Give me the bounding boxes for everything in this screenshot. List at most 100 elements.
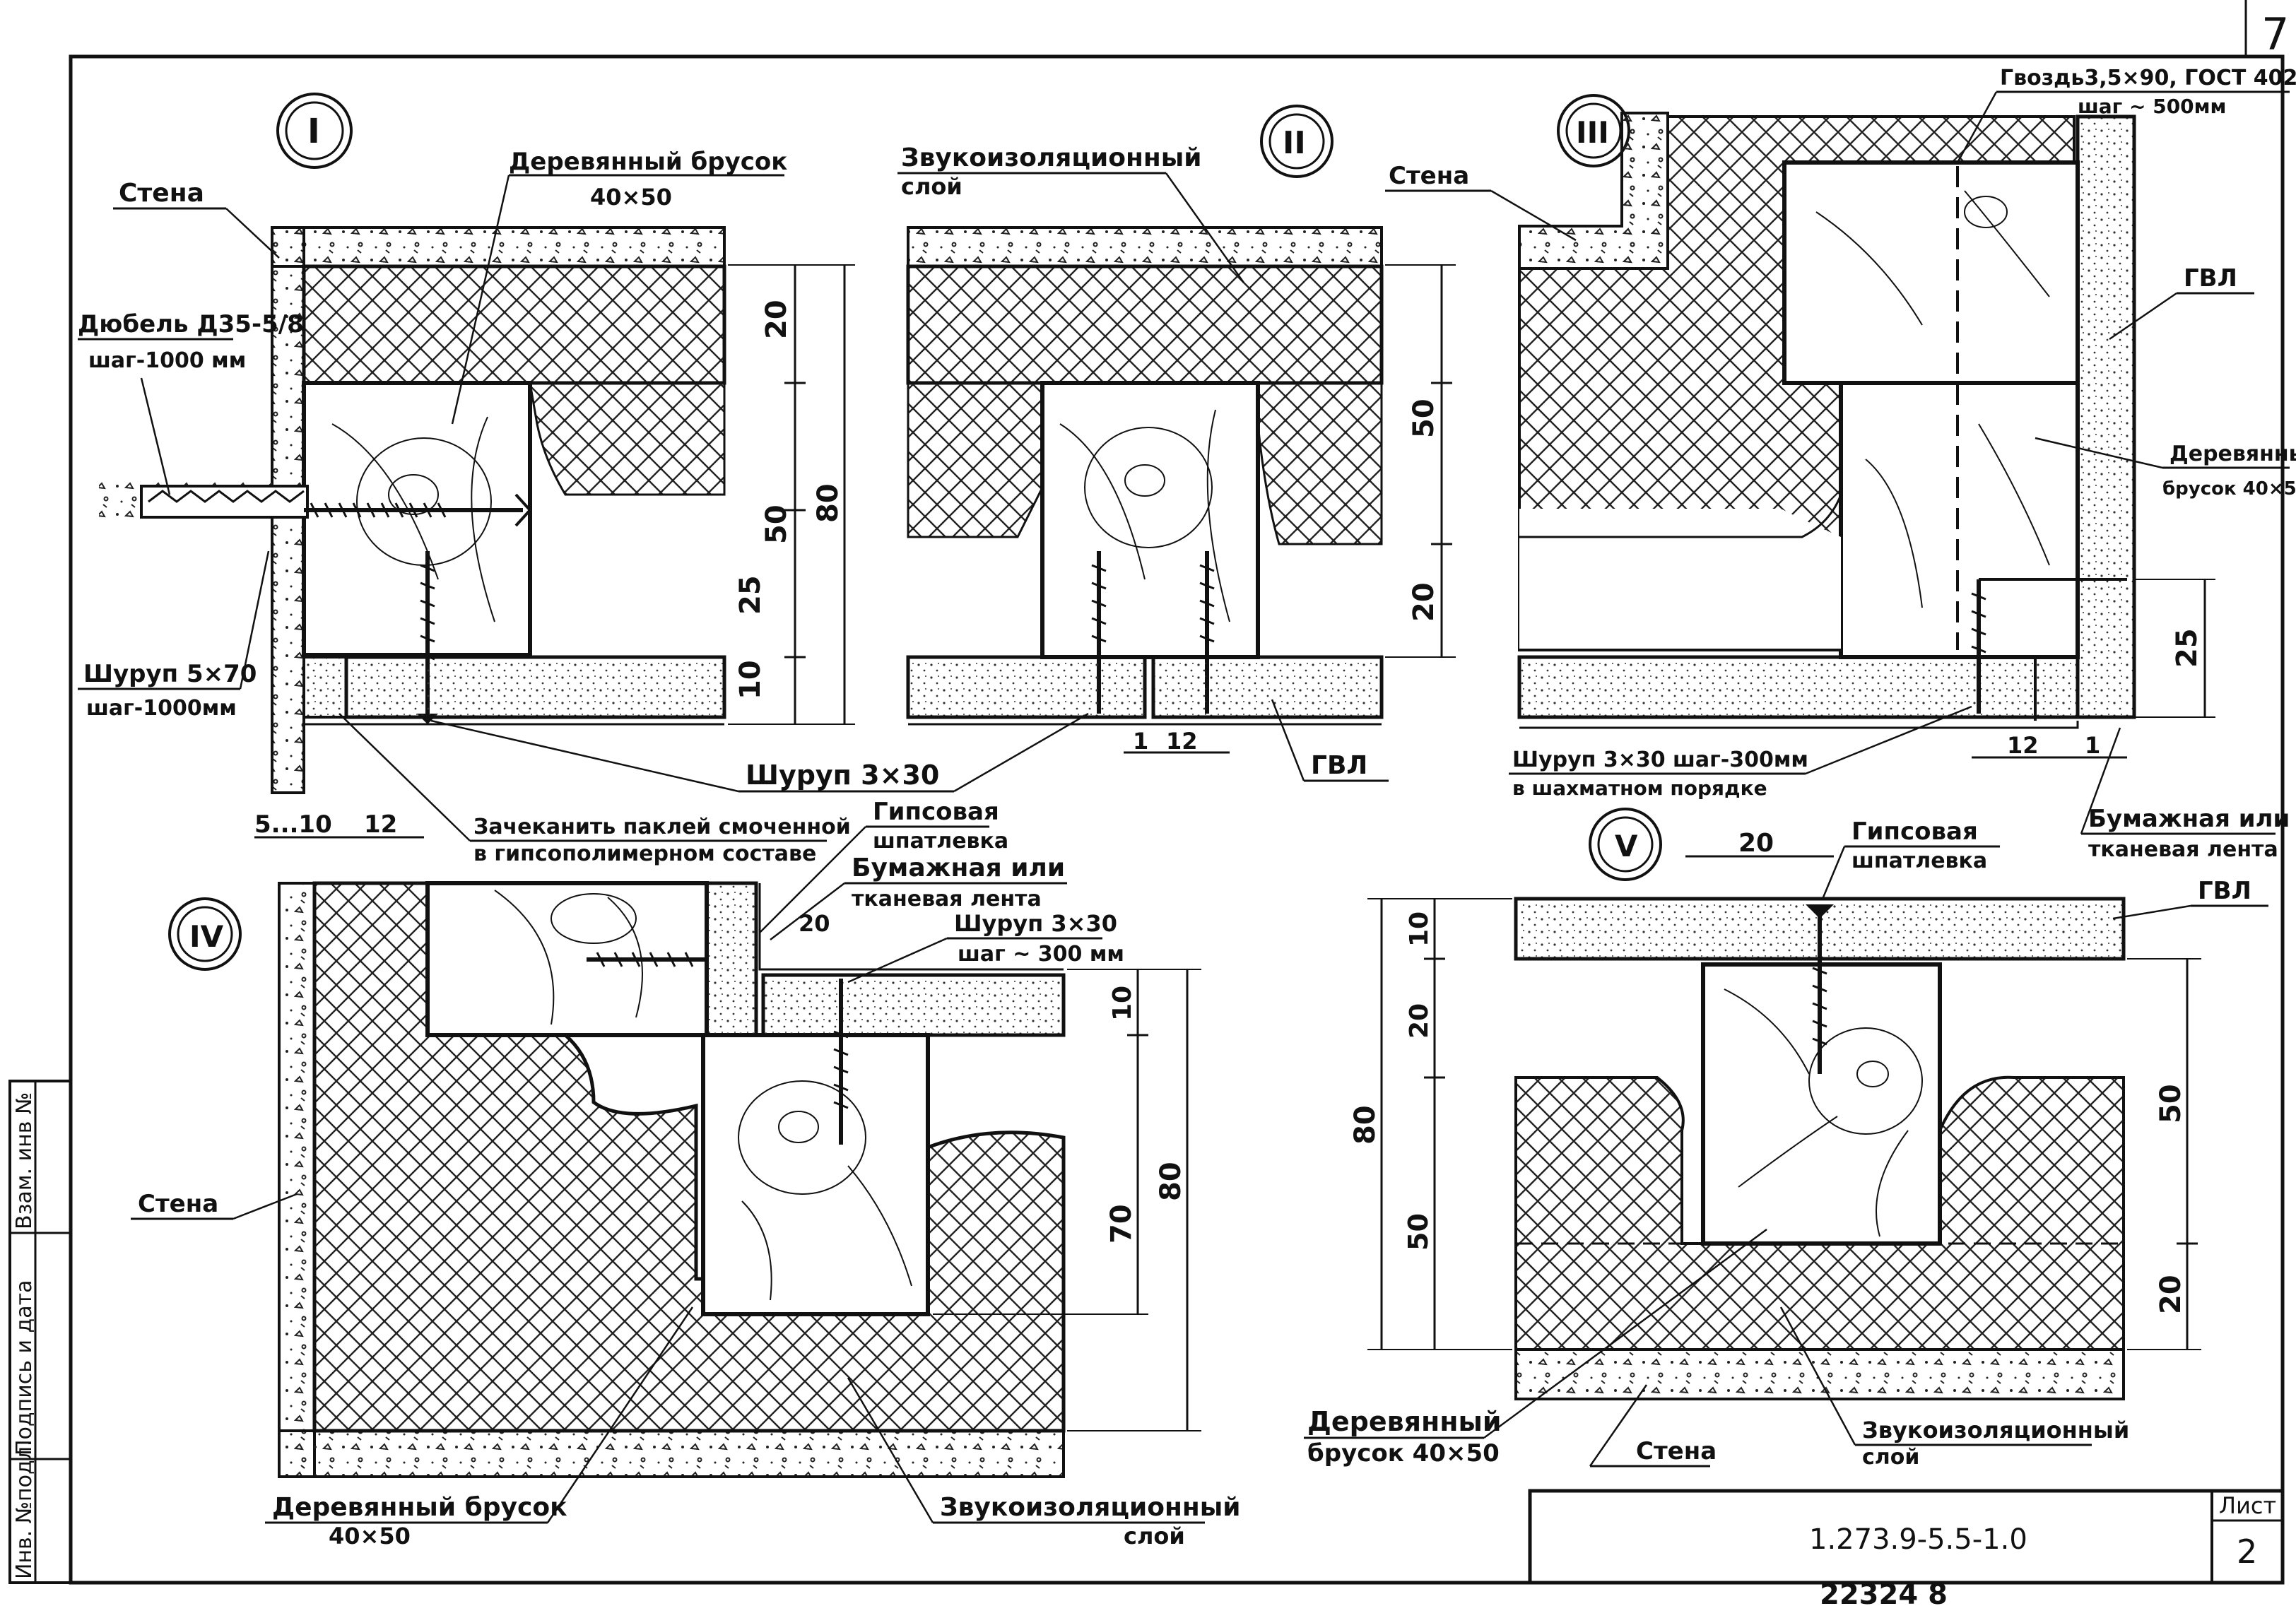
sheet-frame xyxy=(69,54,2285,1585)
detail-II: II 50 20 1 12 Звукоизоляционный сло xyxy=(430,105,1456,793)
detail-I-dim-10: 10 xyxy=(734,660,767,699)
stamp-podpis-data: Подпись и дата xyxy=(12,1280,37,1456)
title-block: Лист 2 1.273.9-5.5-1.0 xyxy=(1528,1489,2285,1585)
detail-II-wooden-bar xyxy=(1040,381,1260,659)
detail-III-wooden-bar-lower xyxy=(1839,381,2080,659)
detail-II-gvl-right xyxy=(1151,655,1384,719)
detail-III-screw-label: Шуруп 3×30 шаг-300мм xyxy=(1512,748,1808,772)
detail-IV-wall-left xyxy=(278,882,316,1478)
detail-V-marker xyxy=(1589,808,1662,881)
detail-II-marker xyxy=(1260,105,1334,178)
detail-I-marker-label: I xyxy=(307,112,320,151)
detail-III-wooden-bar-upper xyxy=(1782,160,2080,385)
detail-V-dim-20-right: 20 xyxy=(2155,1275,2187,1314)
detail-I-gvl xyxy=(344,655,726,719)
detail-III-gvl-label: ГВЛ xyxy=(2184,264,2237,293)
detail-III-dim-1: 1 xyxy=(2085,732,2100,759)
detail-IV: IV 10 70 80 20 Гипсовая ш xyxy=(131,798,1241,1549)
detail-IV-bar-label: Деревянный брусок xyxy=(272,1493,567,1522)
detail-I-dim-50: 50 xyxy=(760,504,793,544)
detail-IV-layer-label-1: Звукоизоляционный xyxy=(940,1493,1241,1522)
detail-II-marker-label: II xyxy=(1283,125,1306,161)
detail-IV-wooden-bar-lower xyxy=(701,1033,930,1316)
detail-III-nail-label: Гвоздь3,5×90, ГОСТ 4028-63* xyxy=(2000,66,2296,90)
detail-I: I xyxy=(78,93,855,866)
detail-IV-marker-label: IV xyxy=(189,919,224,954)
detail-IV-dim-80: 80 xyxy=(1155,1162,1187,1201)
detail-I-screw-step: шаг-1000мм xyxy=(86,696,237,721)
detail-I-marker xyxy=(276,93,353,169)
document-code: 1.273.9-5.5-1.0 xyxy=(1809,1523,2027,1556)
footer-code: 22324 8 xyxy=(1820,1578,1948,1606)
detail-III-gvl-side xyxy=(2076,114,2136,719)
detail-I-caulk-1: Зачеканить паклей смоченной xyxy=(473,815,851,839)
detail-I-dim-20: 20 xyxy=(760,300,793,339)
detail-III-dim-12: 12 xyxy=(2007,732,2039,759)
detail-I-dowel-label: Дюбель Д35-5/8 xyxy=(78,310,304,338)
stamp-inv-podl: Инв. №подл. xyxy=(12,1440,37,1579)
detail-IV-bar-size: 40×50 xyxy=(329,1523,411,1549)
detail-IV-screw-label: Шуруп 3×30 xyxy=(954,910,1117,937)
detail-II-dim-20: 20 xyxy=(1408,582,1440,622)
detail-V-layer-label-2: слой xyxy=(1862,1445,1919,1470)
detail-III-bar-label-2: брусок 40×50 xyxy=(2162,478,2296,500)
detail-IV-tape-label-2: тканевая лента xyxy=(852,887,1042,911)
detail-I-dim-12: 12 xyxy=(364,810,397,839)
detail-V-putty-label-2: шпатлевка xyxy=(1851,849,1987,873)
detail-V-bar-label-2: брусок 40×50 xyxy=(1307,1439,1500,1468)
sheet-label: Лист xyxy=(2219,1492,2276,1519)
detail-V-dim-50-left: 50 xyxy=(1403,1213,1434,1251)
detail-III-gvl-bottom xyxy=(1517,655,2080,719)
detail-III-dim-25: 25 xyxy=(2171,628,2203,668)
detail-II-dim-1: 1 xyxy=(1133,728,1148,755)
detail-II-gvl-left xyxy=(906,655,1147,719)
detail-I-insulation xyxy=(302,264,726,385)
detail-V-wall xyxy=(1514,1348,2125,1400)
detail-II-insulation xyxy=(906,264,1384,385)
detail-II-wall-top xyxy=(907,226,1383,268)
detail-III-tape-label-1: Бумажная или xyxy=(2088,805,2290,833)
detail-V-putty-label-1: Гипсовая xyxy=(1851,817,1978,846)
detail-III-nail-step: шаг ~ 500мм xyxy=(2078,95,2226,118)
detail-IV-marker xyxy=(168,897,242,971)
detail-IV-tape-label-1: Бумажная или xyxy=(852,854,1065,882)
detail-IV-dim-10: 10 xyxy=(1108,986,1137,1021)
detail-II-dim-50: 50 xyxy=(1408,398,1440,438)
detail-I-bar-size: 40×50 xyxy=(590,184,672,211)
detail-IV-screw-step: шаг ~ 300 мм xyxy=(958,942,1124,967)
detail-IV-putty-label-1: Гипсовая xyxy=(873,798,999,826)
detail-I-dim-5-10: 5...10 xyxy=(254,810,332,839)
page-number: 7 xyxy=(2261,8,2289,60)
detail-IV-gvl-vertical xyxy=(705,881,758,1037)
detail-III-screw-label-2: в шахматном порядке xyxy=(1512,777,1767,800)
detail-II-layer-label-2: слой xyxy=(901,173,962,200)
detail-IV-gvl-horizontal xyxy=(761,973,1066,1037)
detail-IV-wall-label: Стена xyxy=(138,1190,218,1218)
detail-IV-dimensions: 10 70 80 20 xyxy=(799,910,1201,1431)
detail-I-wooden-bar xyxy=(302,381,532,657)
detail-II-dim-12: 12 xyxy=(1166,728,1198,755)
detail-I-wall-label: Стена xyxy=(119,179,204,208)
side-stamp: Взам. инв № Подпись и дата Инв. №подл. xyxy=(8,1080,72,1584)
detail-V-dimensions: 80 10 20 50 50 20 20 xyxy=(1349,829,2201,1350)
detail-I-wall-top xyxy=(271,226,726,268)
detail-II-layer-label-1: Звукоизоляционный xyxy=(901,143,1202,172)
detail-IV-wall-bottom xyxy=(278,1429,1065,1478)
detail-I-screw-label: Шуруп 5×70 xyxy=(83,660,257,688)
sheet-number: 2 xyxy=(2237,1533,2257,1571)
detail-II-gvl-label: ГВЛ xyxy=(1311,751,1367,780)
detail-IV-dim-70: 70 xyxy=(1105,1204,1138,1244)
detail-III-tape-label-2: тканевая лента xyxy=(2088,837,2278,862)
detail-V-dim-10: 10 xyxy=(1405,911,1434,947)
detail-III-bar-label-1: Деревянный xyxy=(2170,442,2296,466)
detail-IV-layer-label-2: слой xyxy=(1124,1523,1185,1549)
detail-II-screw-label: Шуруп 3×30 xyxy=(746,760,939,791)
detail-I-dimensions: 20 50 80 25 10 5...10 12 xyxy=(254,264,855,839)
detail-V-gvl-label: ГВЛ xyxy=(2198,877,2251,905)
detail-V-wall-label: Стена xyxy=(1636,1437,1717,1465)
detail-I-dowel-step: шаг-1000 мм xyxy=(88,348,246,373)
detail-II-dimensions: 50 20 1 12 xyxy=(1124,264,1456,755)
detail-III: III 25 12 1 Гвоздь3,5×90, ГОСТ 4028-63* xyxy=(1385,66,2296,862)
detail-V-marker-label: V xyxy=(1615,829,1638,863)
